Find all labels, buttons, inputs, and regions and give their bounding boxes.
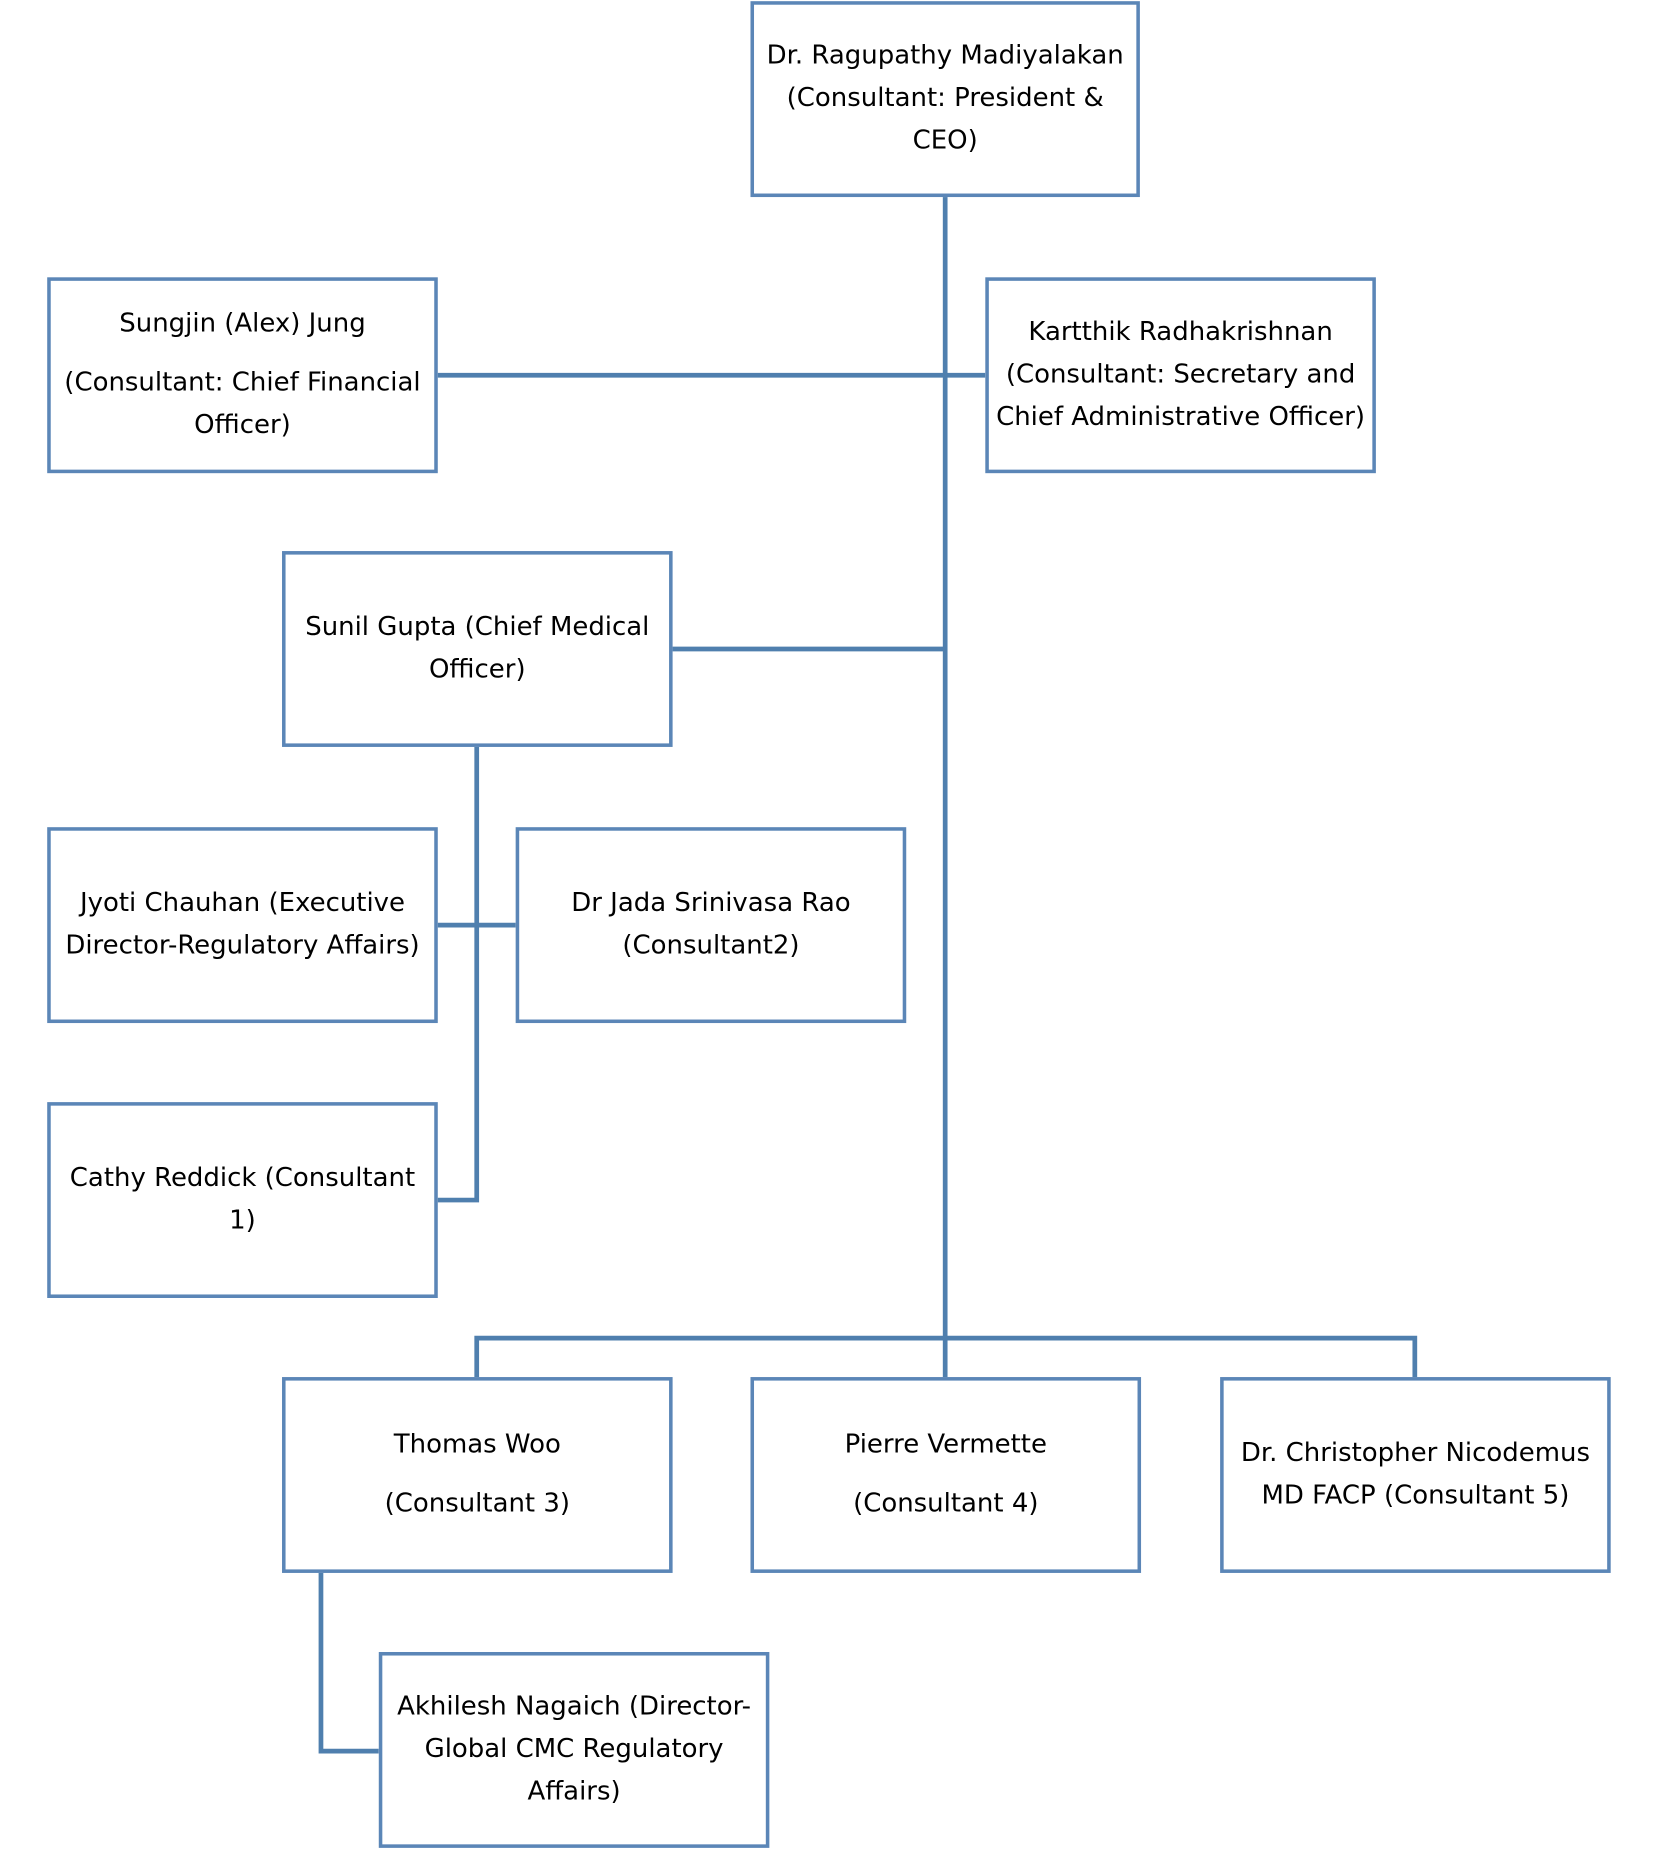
consultant4-name: Pierre Vermette bbox=[844, 1430, 1047, 1460]
consultant1-line1: Cathy Reddick (Consultant 1) bbox=[69, 1163, 416, 1236]
node-cfo: Sungjin (Alex) Jung (Consultant: Chief F… bbox=[47, 277, 438, 474]
cao-title-line1: (Consultant: Secretary and bbox=[1005, 359, 1356, 390]
ceo-name: Dr. Ragupathy Madiyalakan bbox=[766, 41, 1124, 71]
node-consultant3: Thomas Woo (Consultant 3) bbox=[282, 1377, 673, 1573]
node-cmc: Akhilesh Nagaich (Director- Global CMC R… bbox=[378, 1651, 770, 1848]
node-consultant2: Dr Jada Srinivasa Rao (Consultant2) bbox=[515, 827, 907, 1024]
node-regulatory: Jyoti Chauhan (Executive Director-Regula… bbox=[47, 827, 438, 1024]
regulatory-line1: Jyoti Chauhan (Executive bbox=[79, 888, 406, 919]
consultant3-title: (Consultant 3) bbox=[384, 1489, 571, 1519]
consultant4-title: (Consultant 4) bbox=[853, 1489, 1039, 1519]
consultant2-title: (Consultant2) bbox=[622, 931, 800, 961]
ceo-title: (Consultant: President & CEO) bbox=[786, 83, 1104, 156]
connector-consultant-row bbox=[474, 1335, 1418, 1379]
cfo-name: Sungjin (Alex) Jung bbox=[119, 309, 366, 339]
consultant5-line2: MD FACP (Consultant 5) bbox=[1261, 1480, 1570, 1511]
node-cao: Kartthik Radhakrishnan (Consultant: Secr… bbox=[985, 277, 1376, 474]
connector-cmo-trunk bbox=[436, 746, 480, 1203]
cmc-line1: Akhilesh Nagaich (Director- bbox=[397, 1692, 752, 1722]
cao-name: Kartthik Radhakrishnan bbox=[1028, 317, 1333, 347]
cmo-line2: Officer) bbox=[429, 654, 526, 685]
cao-title-line2: Chief Administrative Officer) bbox=[996, 402, 1366, 432]
consultant5-line1: Dr. Christopher Nicodemus bbox=[1240, 1438, 1590, 1468]
node-ceo: Dr. Ragupathy Madiyalakan (Consultant: P… bbox=[750, 1, 1140, 198]
consultant2-name: Dr Jada Srinivasa Rao bbox=[571, 888, 851, 919]
cmc-line3: Affairs) bbox=[527, 1777, 621, 1807]
node-cmo: Sunil Gupta (Chief Medical Officer) bbox=[282, 551, 673, 747]
cfo-title-line1: (Consultant: Chief Financial bbox=[64, 368, 421, 398]
connector-cmc bbox=[318, 1572, 379, 1754]
node-consultant4: Pierre Vermette (Consultant 4) bbox=[750, 1377, 1142, 1573]
regulatory-line2: Director-Regulatory Affairs) bbox=[65, 931, 420, 961]
consultant3-name: Thomas Woo bbox=[393, 1430, 561, 1460]
cfo-title-line2: Officer) bbox=[194, 410, 291, 441]
cmc-line2: Global CMC Regulatory bbox=[424, 1734, 724, 1765]
node-consultant1: Cathy Reddick (Consultant 1) bbox=[47, 1102, 438, 1298]
node-consultant5: Dr. Christopher Nicodemus MD FACP (Consu… bbox=[1220, 1377, 1611, 1573]
cmo-line1: Sunil Gupta (Chief Medical bbox=[305, 612, 650, 642]
